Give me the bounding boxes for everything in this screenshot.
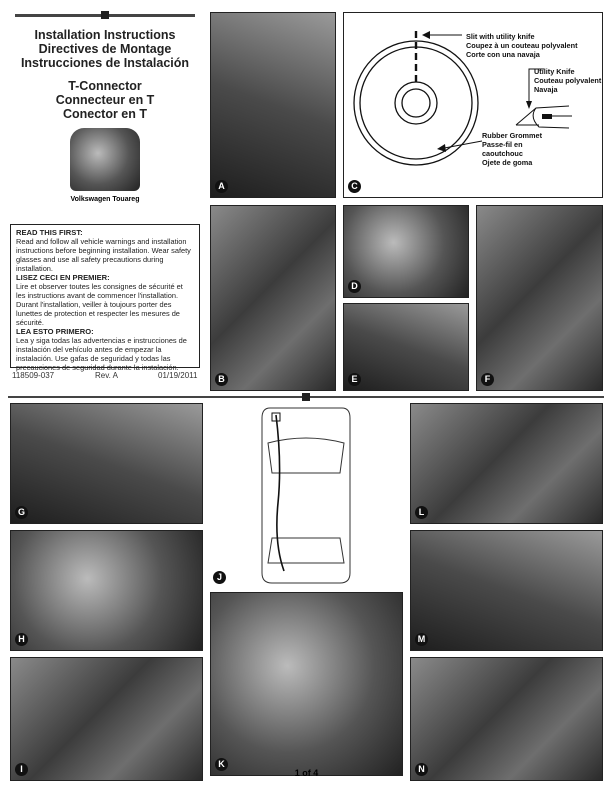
vehicle-photo [70,128,140,191]
warning-en-text: Read and follow all vehicle warnings and… [16,237,191,273]
warning-box: READ THIS FIRST: Read and follow all veh… [10,224,200,372]
label-n: N [415,763,428,776]
photo-d: D [343,205,469,298]
vehicle-caption: Volkswagen Touareg [70,196,140,203]
vehicle-routing-diagram [261,407,351,584]
label-e: E [348,373,361,386]
label-f: F [481,373,494,386]
warning-es-text: Lea y siga todas las advertencias e inst… [16,336,187,372]
label-m: M [415,633,428,646]
page-number: 1 of 4 [294,768,319,778]
label-g: G [15,506,28,519]
label-j: J [213,571,226,584]
product-en: T-Connector [68,79,142,93]
warning-fr-text: Lire et observer toutes les consignes de… [16,282,183,327]
photo-g: G [10,403,203,524]
title-es: Instrucciones de Instalación [20,56,190,70]
header-rule [15,11,195,19]
section-rule [8,393,604,401]
photo-a: A [210,12,336,198]
title-block: Installation Instructions Directives de … [10,28,200,121]
title-en: Installation Instructions [34,28,176,42]
product-es: Conector en T [62,107,148,121]
date: 01/19/2011 [158,371,198,380]
title-fr: Directives de Montage [38,42,172,56]
label-h: H [15,633,28,646]
label-d: D [348,280,361,293]
warning-es-title: LEA ESTO PRIMERO: [16,327,94,336]
part-number: 118509-037 [12,371,55,380]
label-b: B [215,373,228,386]
warning-fr-title: LISEZ CECI EN PREMIER: [16,273,110,282]
photo-b: B [210,205,336,391]
diagram-j: J [210,403,403,588]
label-c: C [348,180,361,193]
warning-en-title: READ THIS FIRST: [16,228,83,237]
photo-l: L [410,403,603,524]
revision: Rev. A [95,371,118,380]
photo-e: E [343,303,469,391]
photo-h: H [10,530,203,651]
photo-i: I [10,657,203,781]
label-i: I [15,763,28,776]
label-k: K [215,758,228,771]
product-fr: Connecteur en T [55,93,155,107]
grommet-diagram [353,31,572,166]
photo-k: K [210,592,403,776]
label-l: L [415,506,428,519]
photo-n: N [410,657,603,781]
label-a: A [215,180,228,193]
photo-m: M [410,530,603,651]
photo-f: F [476,205,603,391]
